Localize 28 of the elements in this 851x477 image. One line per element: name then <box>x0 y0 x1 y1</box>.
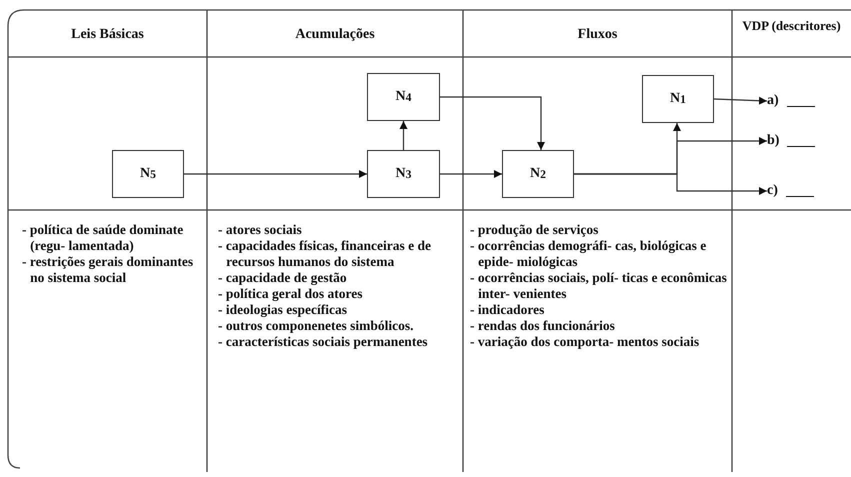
list-item: - rendas dos funcionários <box>470 318 616 334</box>
arrow <box>574 173 767 195</box>
arrow <box>714 96 768 105</box>
arrow <box>440 170 502 178</box>
list-item: - indicadores <box>470 302 546 318</box>
list-item: - ideologias específicas <box>218 302 348 318</box>
column-header: Leis Básicas <box>70 27 145 42</box>
answer-letter: b) <box>767 133 780 149</box>
list-item: - capacidades físicas, financeiras e de recursos humanos do sistema <box>218 238 432 270</box>
list-item: - variação dos comporta- mentos sociais <box>470 334 700 350</box>
list-item: - capacidade de gestão <box>218 270 348 286</box>
list-item: - política geral dos atores <box>218 286 364 302</box>
list-item: - ocorrências sociais, polí- ticas e econômicas inter- venientes <box>470 270 728 302</box>
list-item: - política de saúde dominate (regu- lamentada) <box>22 222 184 254</box>
arrow <box>440 96 545 150</box>
list-item: - ocorrências demográfi- cas, biológicas e epide- miológicas <box>470 238 708 270</box>
answer-letter: a) <box>767 93 779 109</box>
list-item: - restrições gerais dominantes no sistema social <box>22 254 194 286</box>
answer-letter: c) <box>767 183 778 199</box>
arrow <box>184 170 367 178</box>
list-item: - produção de serviços <box>470 222 600 238</box>
column-header: Acumulações <box>294 27 376 42</box>
arrow <box>400 121 408 150</box>
list-item: - características sociais permanentes <box>218 334 429 350</box>
column-header: Fluxos <box>576 27 618 42</box>
list-item: - outros componenetes simbólicos. <box>218 318 414 334</box>
column-header: VDP (descritores) <box>741 18 842 33</box>
list-item: - atores sociais <box>218 222 303 238</box>
